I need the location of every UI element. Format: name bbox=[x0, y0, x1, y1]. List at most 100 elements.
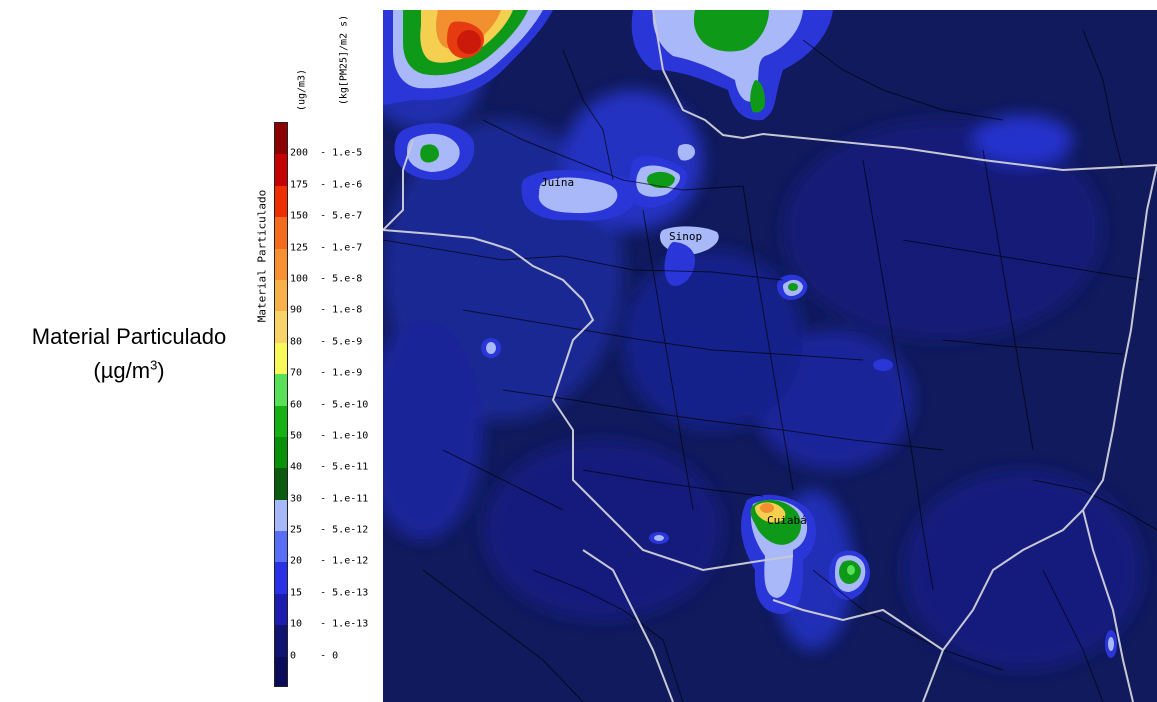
tick-separator: - bbox=[302, 367, 333, 379]
colorbar-segment bbox=[275, 311, 287, 344]
tick-flux: 1.e-13 bbox=[332, 618, 369, 630]
colorbar-segment bbox=[275, 656, 287, 686]
colorbar-segment bbox=[275, 593, 287, 626]
plume-cuiaba bbox=[741, 494, 817, 614]
tick-flux: 1.e-10 bbox=[332, 430, 369, 442]
tick-flux: 1.e-11 bbox=[332, 493, 369, 505]
colorbar-segment bbox=[275, 217, 287, 250]
tick-separator: - bbox=[308, 179, 333, 191]
tick-flux: 5.e-8 bbox=[332, 273, 363, 285]
tick-flux: 5.e-9 bbox=[332, 336, 363, 348]
tick-separator: - bbox=[308, 210, 333, 222]
plume-cuiaba-east bbox=[829, 550, 870, 600]
colorbar-tick-label: 90 - 1.e-8 bbox=[290, 305, 362, 316]
colorbar-tick-label: 125 - 1.e-7 bbox=[290, 242, 362, 253]
border-north bbox=[662, 69, 1157, 172]
tick-separator: - bbox=[296, 650, 333, 662]
tick-separator: - bbox=[302, 461, 333, 473]
colorbar-tick-label: 25 - 5.e-12 bbox=[290, 525, 368, 536]
plume-juina-area bbox=[521, 155, 688, 221]
tick-flux: 5.e-7 bbox=[332, 210, 363, 222]
tick-value: 125 bbox=[290, 242, 309, 254]
colorbar-segment bbox=[275, 405, 287, 438]
border-west-upper bbox=[652, 10, 664, 71]
border-bolivia-upper bbox=[383, 139, 414, 231]
colorbar-segment bbox=[275, 123, 287, 155]
border-southeast bbox=[1082, 509, 1134, 702]
tick-value: 30 bbox=[290, 493, 303, 505]
tick-value: 25 bbox=[290, 524, 303, 536]
tick-separator: - bbox=[308, 242, 333, 254]
haze-layer bbox=[383, 10, 1143, 670]
tick-value: 15 bbox=[290, 587, 303, 599]
colorbar bbox=[274, 122, 288, 687]
colorbar-tick-label: 40 - 5.e-11 bbox=[290, 462, 368, 473]
tick-separator: - bbox=[302, 524, 333, 536]
tick-separator: - bbox=[302, 493, 333, 505]
colorbar-tick-label: 80 - 5.e-9 bbox=[290, 336, 362, 347]
colorbar-vertical-label-text: Material Particulado bbox=[255, 189, 269, 323]
colorbar-tick-label: 20 - 1.e-12 bbox=[290, 556, 368, 567]
colorbar-segment bbox=[275, 531, 287, 563]
tick-value: 10 bbox=[290, 618, 303, 630]
colorbar-tick-label: 150 - 5.e-7 bbox=[290, 211, 362, 222]
colorbar-segment bbox=[275, 342, 287, 375]
plume-left-mid bbox=[394, 123, 475, 180]
border-south bbox=[582, 549, 674, 702]
title-unit-suffix: ) bbox=[157, 358, 165, 384]
border-west bbox=[383, 229, 794, 572]
tick-flux: 1.e-8 bbox=[332, 304, 363, 316]
colorbar-segment bbox=[275, 468, 287, 501]
tick-flux: 1.e-12 bbox=[332, 555, 369, 567]
tick-flux: 5.e-13 bbox=[332, 587, 369, 599]
colorbar-tick-label: 60 - 5.e-10 bbox=[290, 399, 368, 410]
colorbar-tick-label: 100 - 5.e-8 bbox=[290, 273, 362, 284]
tick-value: 200 bbox=[290, 147, 309, 159]
colorbar-tick-label: 200 - 1.e-5 bbox=[290, 148, 362, 159]
tick-flux: 5.e-11 bbox=[332, 461, 369, 473]
city-label-sinop: Sinop bbox=[669, 230, 702, 243]
colorbar-segment bbox=[275, 499, 287, 532]
colorbar-segment bbox=[275, 562, 287, 595]
colorbar-tick-label: 70 - 1.e-9 bbox=[290, 368, 362, 379]
colorbar-segment bbox=[275, 248, 287, 281]
colorbar-segment bbox=[275, 154, 287, 187]
tick-value: 0 bbox=[290, 650, 297, 662]
tick-value: 100 bbox=[290, 273, 309, 285]
tick-separator: - bbox=[302, 587, 333, 599]
state-borders bbox=[383, 10, 1157, 702]
colorbar-title: Material Particulado (µg/m3) bbox=[0, 320, 258, 388]
tick-flux: 1.e-6 bbox=[332, 179, 363, 191]
city-label-cuiaba: Cuiabá bbox=[767, 514, 807, 527]
tick-value: 90 bbox=[290, 304, 303, 316]
tick-separator: - bbox=[302, 399, 333, 410]
title-line-1: Material Particulado bbox=[31, 324, 227, 349]
tick-flux: 1.e-7 bbox=[332, 242, 363, 254]
border-south-river bbox=[772, 599, 944, 651]
unit-concentration-text: (ug/m3) bbox=[296, 68, 308, 112]
municipal-boundaries bbox=[383, 29, 1157, 702]
tick-value: 150 bbox=[290, 210, 309, 222]
colorbar-segment bbox=[275, 625, 287, 658]
city-labels: Juína Sinop Cuiabá bbox=[541, 176, 807, 527]
tick-value: 70 bbox=[290, 367, 303, 379]
pollution-map: Juína Sinop Cuiabá bbox=[383, 10, 1157, 702]
title-unit-exponent: 3 bbox=[150, 357, 158, 373]
title-line-2: (µg/m3) bbox=[0, 354, 258, 388]
tick-separator: - bbox=[302, 430, 333, 442]
tick-flux: 1.e-9 bbox=[332, 367, 363, 379]
unit-flux-text: (kg[PM25]/m2 s) bbox=[338, 14, 350, 106]
tick-separator: - bbox=[302, 336, 333, 348]
tick-value: 50 bbox=[290, 430, 303, 442]
colorbar-tick-label: 50 - 1.e-10 bbox=[290, 430, 368, 441]
border-east bbox=[922, 164, 1157, 702]
colorbar-tick-label: 0 - 0 bbox=[290, 650, 338, 661]
tick-separator: - bbox=[308, 147, 333, 159]
tick-flux: 5.e-12 bbox=[332, 524, 369, 536]
tick-value: 80 bbox=[290, 336, 303, 348]
tick-separator: - bbox=[302, 304, 333, 316]
plume-central-small bbox=[481, 274, 1117, 658]
plume-sinop-area bbox=[659, 144, 719, 286]
tick-value: 175 bbox=[290, 179, 309, 191]
tick-flux: 1.e-5 bbox=[332, 147, 363, 159]
